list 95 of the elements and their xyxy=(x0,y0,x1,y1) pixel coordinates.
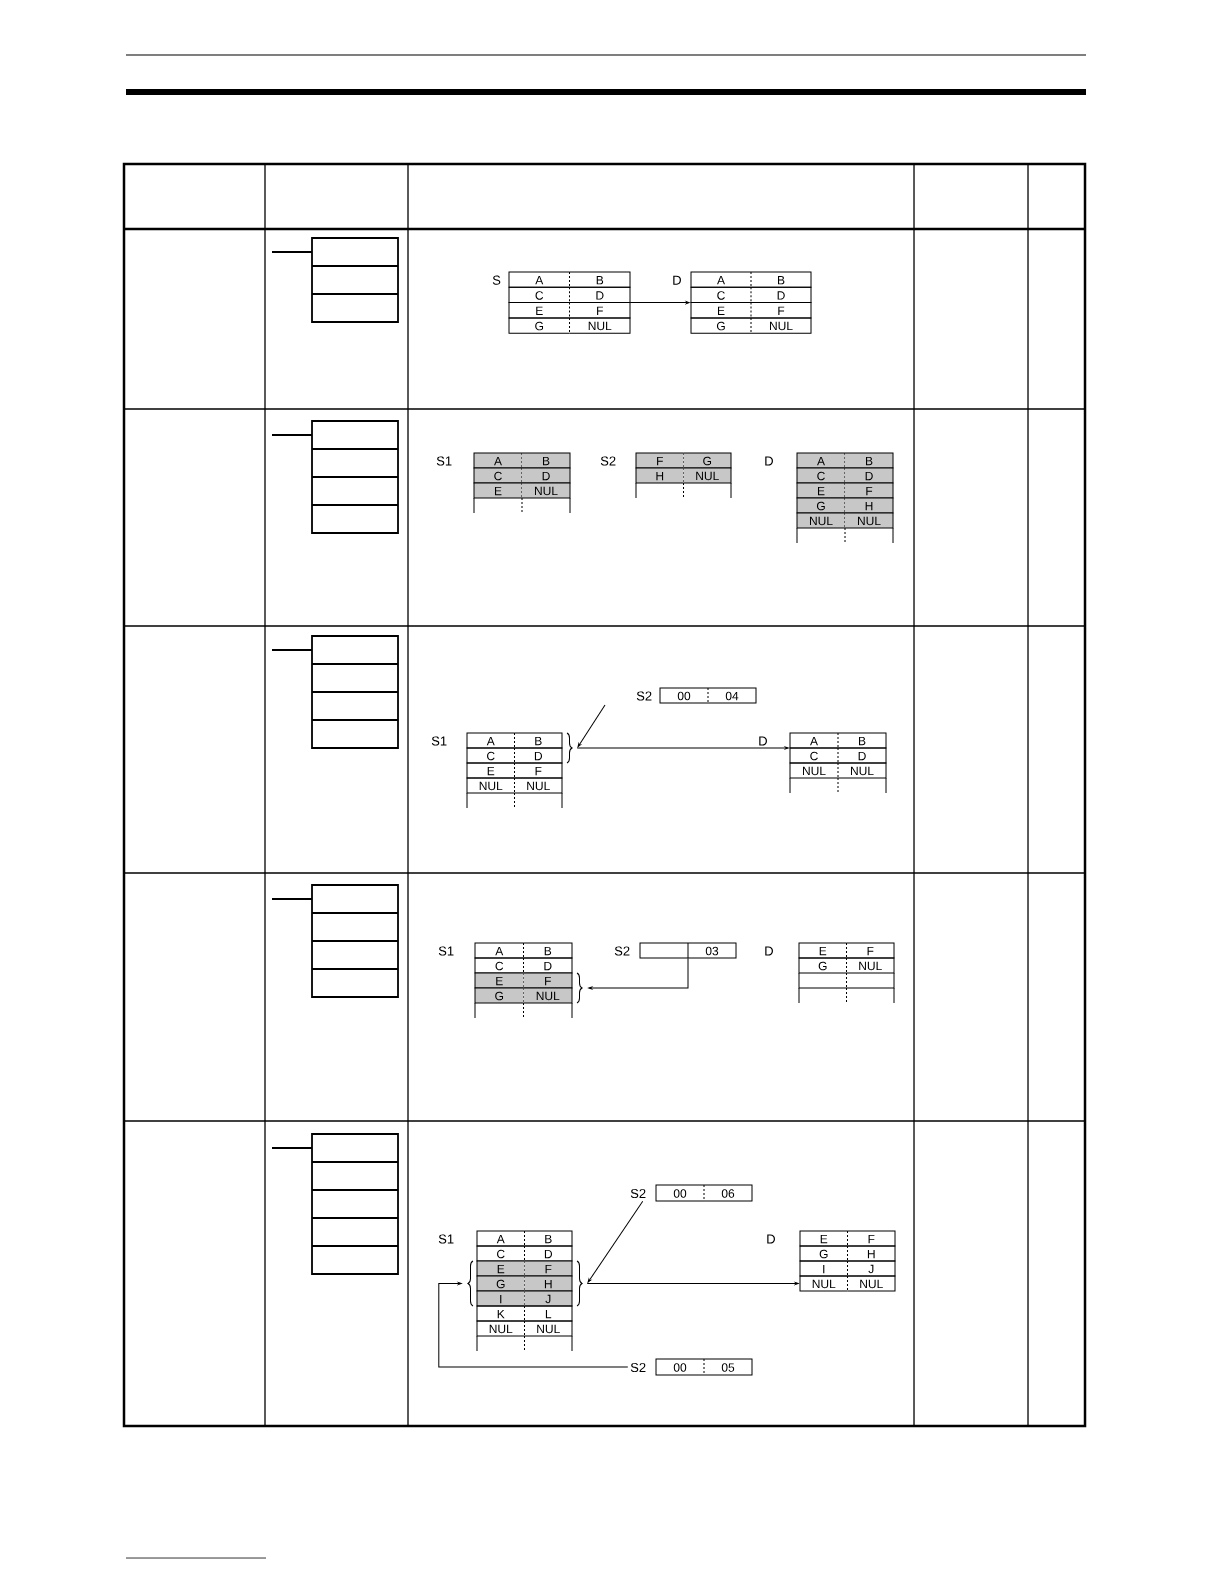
table-cell: NUL xyxy=(521,482,571,499)
table-cell: NUL xyxy=(846,957,895,974)
operand-label: D xyxy=(673,275,681,285)
table-cell: G xyxy=(798,957,847,974)
table-cell: B xyxy=(523,942,573,959)
operand-label: D xyxy=(767,1234,775,1244)
table-cell: F xyxy=(847,1230,896,1247)
table-cell: J xyxy=(847,1260,896,1277)
table-cell: 05 xyxy=(703,1358,753,1376)
table-cell: A xyxy=(476,1230,525,1247)
operand-label: S xyxy=(492,275,501,285)
operand-label: S1 xyxy=(431,736,447,746)
operand-label: S2 xyxy=(614,946,630,956)
table-cell: 00 xyxy=(659,687,709,704)
table-cell: 00 xyxy=(655,1358,705,1376)
operand-label: S2 xyxy=(630,1188,646,1199)
table-cell: A xyxy=(508,271,570,288)
operand-label: S1 xyxy=(438,1234,454,1244)
table-cell: 00 xyxy=(655,1184,705,1202)
table-cell: 06 xyxy=(703,1184,753,1202)
table-cell: NUL xyxy=(466,777,515,794)
table-cell: B xyxy=(524,1230,573,1247)
table-cell: A xyxy=(690,271,752,288)
table-cell: NUL xyxy=(514,777,563,794)
table-cell: C xyxy=(474,957,524,974)
table-cell: NUL xyxy=(523,987,573,1004)
table-cell: G xyxy=(474,987,524,1004)
table-cell: C xyxy=(690,286,752,304)
table-cell: D xyxy=(750,286,812,304)
arrow xyxy=(576,746,789,750)
table-cell: NUL xyxy=(796,512,846,529)
table-cell: 03 xyxy=(687,942,737,959)
table-cell: NUL xyxy=(569,317,631,334)
table-cell: NUL xyxy=(750,317,812,334)
table-cell: C xyxy=(508,286,570,304)
table-cell: E xyxy=(798,942,847,959)
table-cell: NUL xyxy=(844,512,894,529)
table-cell: B xyxy=(569,271,631,288)
operand-label: S2 xyxy=(600,456,616,466)
table-cell: 04 xyxy=(707,687,757,704)
table-cell: C xyxy=(789,747,839,764)
table-cell: NUL xyxy=(476,1320,525,1337)
table-cell: F xyxy=(514,762,563,779)
arrow xyxy=(577,704,606,748)
table-cell: D xyxy=(837,747,887,764)
table-cell: E xyxy=(799,1230,848,1247)
operand-label: S2 xyxy=(636,691,652,701)
table-cell: C xyxy=(466,747,515,764)
table-cell: D xyxy=(514,747,563,764)
table-cell: E xyxy=(508,302,570,319)
table-cell: F xyxy=(750,302,812,319)
table-cell: B xyxy=(837,732,887,749)
operand-label: S2 xyxy=(630,1362,646,1373)
brace xyxy=(576,972,583,1004)
arrow xyxy=(586,1282,799,1285)
table-cell: NUL xyxy=(847,1275,896,1292)
table-cell: A xyxy=(789,732,839,749)
table-cell: B xyxy=(750,271,812,288)
arrow xyxy=(438,1282,629,1368)
table-cell: E xyxy=(690,302,752,319)
arrow xyxy=(629,301,690,304)
table-cell: K xyxy=(476,1305,525,1322)
arrow xyxy=(587,1200,644,1283)
table-cell: E xyxy=(473,482,523,499)
operand-label: D xyxy=(765,456,773,466)
operand-label: S1 xyxy=(438,946,454,956)
table-cell: G xyxy=(690,317,752,334)
table-cell: NUL xyxy=(837,762,887,779)
table-cell: NUL xyxy=(683,467,732,484)
table-cell: G xyxy=(508,317,570,334)
table-cell: I xyxy=(799,1260,848,1277)
table-cell: D xyxy=(523,957,573,974)
table-cell: B xyxy=(514,732,563,749)
table-cell: C xyxy=(476,1245,525,1262)
brace xyxy=(566,732,573,764)
table-cell: NUL xyxy=(799,1275,848,1292)
table-cell: A xyxy=(466,732,515,749)
operand-label: S1 xyxy=(436,456,452,466)
table-cell: NUL xyxy=(789,762,839,779)
operand-label: D xyxy=(765,946,773,956)
table-cell: D xyxy=(524,1245,573,1262)
table-cell: NUL xyxy=(524,1320,573,1337)
table-cell: H xyxy=(847,1245,896,1262)
operand-label: D xyxy=(759,736,767,746)
table-cell: H xyxy=(635,467,684,484)
arrow xyxy=(588,957,689,990)
table-cell: F xyxy=(569,302,631,319)
table-cell: F xyxy=(846,942,895,959)
table-cell: E xyxy=(466,762,515,779)
brace xyxy=(467,1260,474,1307)
table-cell: A xyxy=(474,942,524,959)
brace xyxy=(576,1260,583,1307)
table-cell: G xyxy=(799,1245,848,1262)
table-cell: D xyxy=(569,286,631,304)
table-cell: L xyxy=(524,1305,573,1322)
